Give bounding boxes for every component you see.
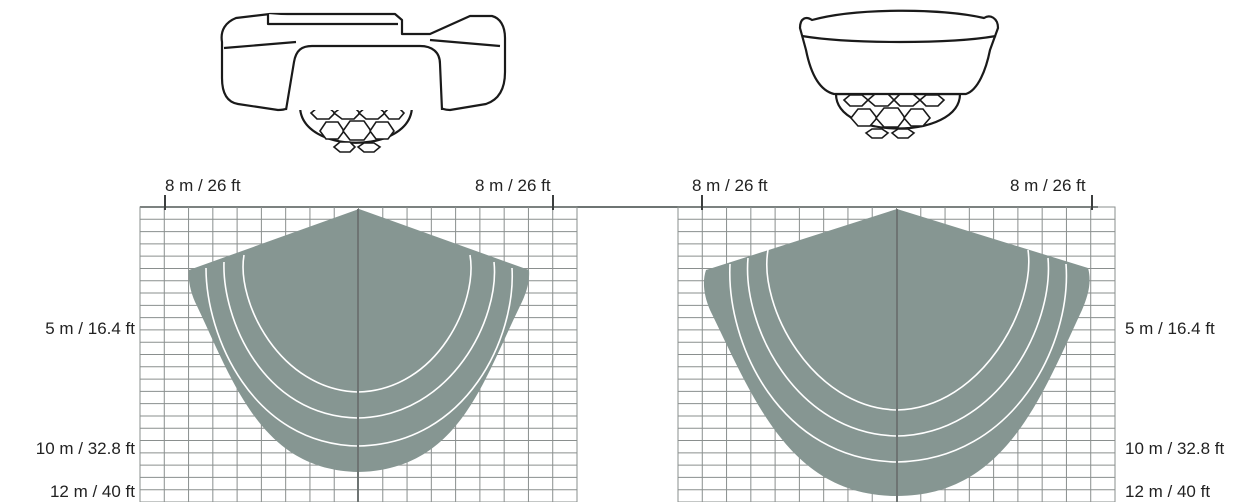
label-top-left-2: 8 m / 26 ft — [692, 176, 768, 195]
label-left-10m: 10 m / 32.8 ft — [36, 439, 135, 458]
label-top-right-2: 8 m / 26 ft — [1010, 176, 1086, 195]
label-left-12m: 12 m / 40 ft — [50, 482, 135, 501]
sensor-with-mounting-bracket-icon — [220, 12, 507, 153]
label-right-5m: 5 m / 16.4 ft — [1125, 319, 1215, 338]
lens-hexagons-left — [309, 106, 406, 153]
label-left-5m: 5 m / 16.4 ft — [45, 319, 135, 338]
label-right-12m: 12 m / 40 ft — [1125, 482, 1210, 501]
label-right-10m: 10 m / 32.8 ft — [1125, 439, 1224, 458]
label-top-left-1: 8 m / 26 ft — [165, 176, 241, 195]
grid-right-frame — [677, 206, 1116, 502]
lens-hexagons-right — [842, 93, 946, 139]
label-top-right-1: 8 m / 26 ft — [475, 176, 551, 195]
grid-left-frame — [139, 206, 578, 502]
sensor-compact-icon — [798, 9, 1000, 139]
